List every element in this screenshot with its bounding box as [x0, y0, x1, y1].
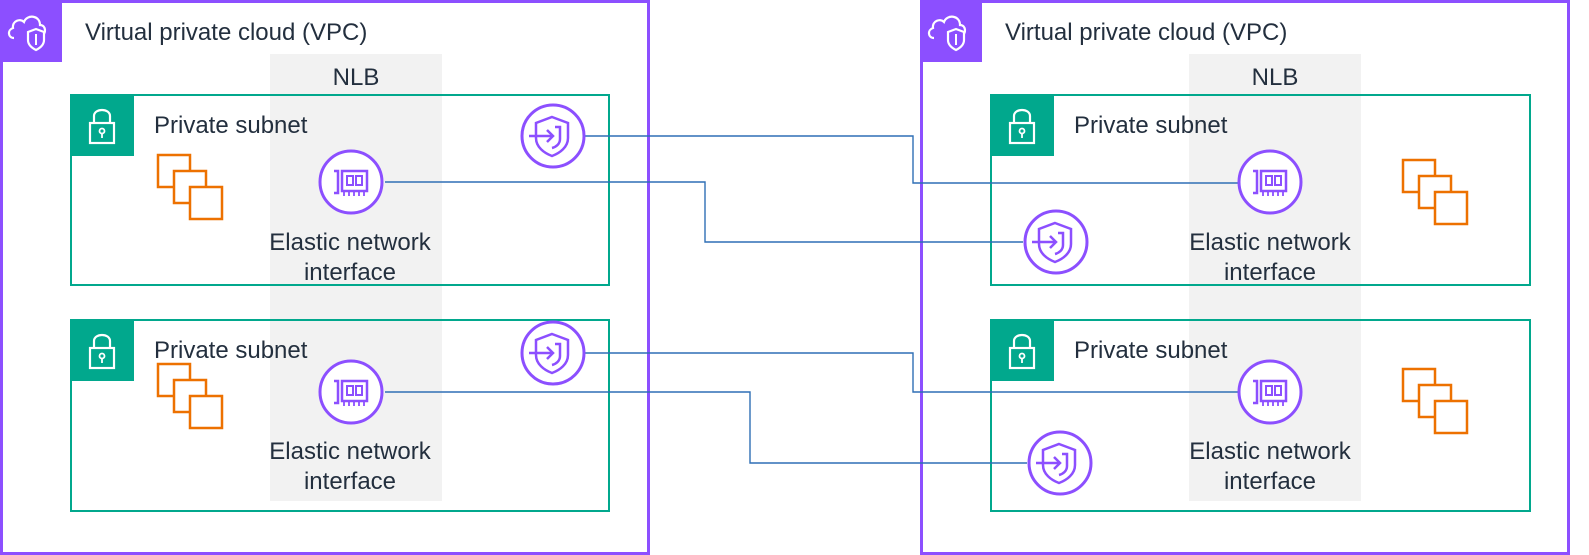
eni-label-line1: Elastic network: [1189, 438, 1351, 465]
subnet-title: Private subnet: [1074, 337, 1228, 364]
eni-label: Elastic network interface: [1170, 228, 1370, 288]
eni-label-line2: interface: [303, 468, 397, 495]
padlock-icon: [69, 93, 134, 156]
subnet-title: Private subnet: [154, 337, 308, 364]
padlock-icon: [989, 318, 1054, 381]
padlock-icon: [69, 318, 134, 381]
nlb-band-right: [1189, 54, 1361, 501]
eni-label: Elastic network interface: [250, 228, 450, 288]
padlock-icon: [989, 93, 1054, 156]
vpc-title: Virtual private cloud (VPC): [85, 19, 368, 46]
nlb-label: NLB: [1251, 64, 1299, 91]
private-subnet-left-1: Private subnet: [69, 93, 610, 286]
nlb-label: NLB: [332, 64, 380, 91]
vpc-cloud-shield-icon: [0, 0, 62, 62]
eni-label: Elastic network interface: [1170, 437, 1370, 497]
eni-label-line2: interface: [1223, 259, 1317, 286]
eni-label-line1: Elastic network: [1189, 229, 1351, 256]
eni-label: Elastic network interface: [250, 437, 450, 497]
eni-label-line2: interface: [1223, 468, 1317, 495]
vpc-title: Virtual private cloud (VPC): [1005, 19, 1288, 46]
eni-label-line1: Elastic network: [269, 438, 431, 465]
subnet-title: Private subnet: [1074, 112, 1228, 139]
vpc-cloud-shield-icon: [920, 0, 982, 62]
eni-label-line2: interface: [303, 259, 397, 286]
subnet-title: Private subnet: [154, 112, 308, 139]
eni-label-line1: Elastic network: [269, 229, 431, 256]
